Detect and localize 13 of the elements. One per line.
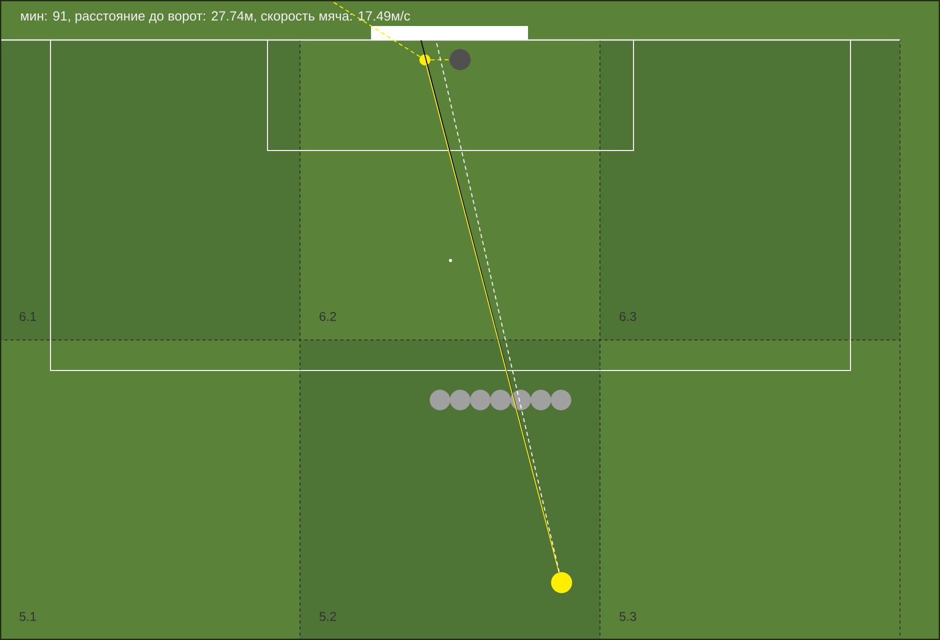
ball-marker: [551, 572, 572, 594]
dashed-line: [430, 59, 450, 60]
goal: [371, 26, 528, 40]
header-text: мин: 91, расстояние до ворот: 27.74м, скорость мяча: 17.49м/с: [21, 10, 410, 24]
pitch-zone: 5.3: [600, 340, 900, 640]
node-label: 5.3: [620, 612, 636, 621]
pitch-zone: 6.3: [600, 40, 900, 340]
pitch-zone: 5.2: [300, 340, 600, 640]
pitch-zone: 6.1: [0, 40, 300, 340]
player-marker: [450, 49, 471, 70]
pitch-zone: 6.2: [300, 40, 600, 340]
pitch-zone: 5.1: [0, 340, 300, 640]
target-dot: [419, 54, 430, 66]
